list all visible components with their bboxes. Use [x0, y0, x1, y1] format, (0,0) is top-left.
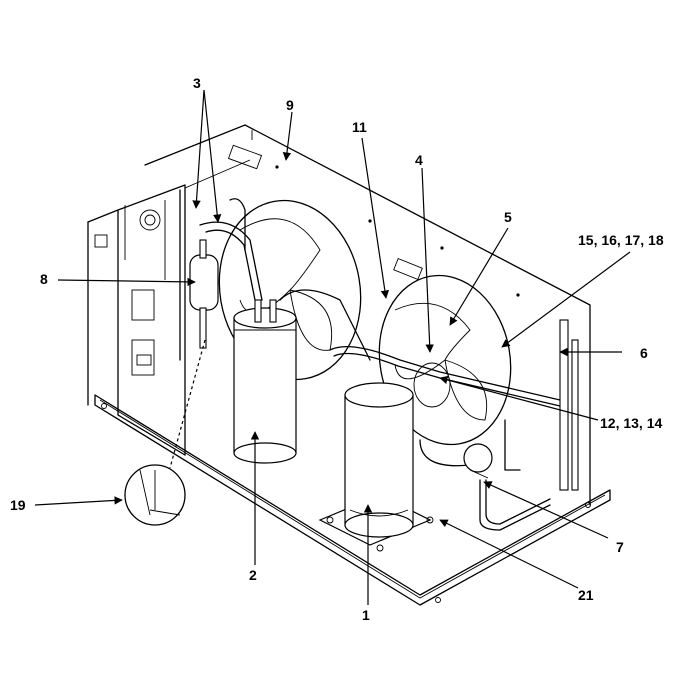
callout-4: 4	[415, 152, 423, 168]
callout-11: 11	[352, 119, 367, 135]
callout-6: 6	[640, 345, 648, 361]
accumulator	[233, 299, 297, 464]
callout-12-13-14: 12, 13, 14	[600, 415, 662, 431]
callout-1: 1	[362, 607, 370, 623]
callout-21: 21	[578, 587, 594, 603]
callout-7: 7	[616, 539, 624, 555]
callout-9: 9	[286, 97, 294, 113]
sight-glass	[463, 443, 493, 479]
refrigerant-piping	[199, 198, 561, 531]
liquid-line-tube	[559, 319, 579, 491]
coil-panel	[144, 124, 591, 506]
callout-5: 5	[504, 209, 512, 225]
callout-labels: 3 9 11 4 5 15, 16, 17, 18 6 12, 13, 14 7…	[10, 75, 664, 623]
leader-lines	[34, 89, 631, 605]
filter-drier	[189, 239, 219, 349]
fan-right	[378, 274, 512, 446]
control-box	[87, 184, 186, 456]
compressor	[318, 382, 434, 552]
callout-2: 2	[249, 567, 257, 583]
callout-3: 3	[193, 75, 201, 91]
callout-19: 19	[10, 497, 26, 513]
detail-inset	[124, 339, 206, 526]
callout-8: 8	[40, 271, 48, 287]
callout-15-16-17-18: 15, 16, 17, 18	[578, 232, 664, 248]
